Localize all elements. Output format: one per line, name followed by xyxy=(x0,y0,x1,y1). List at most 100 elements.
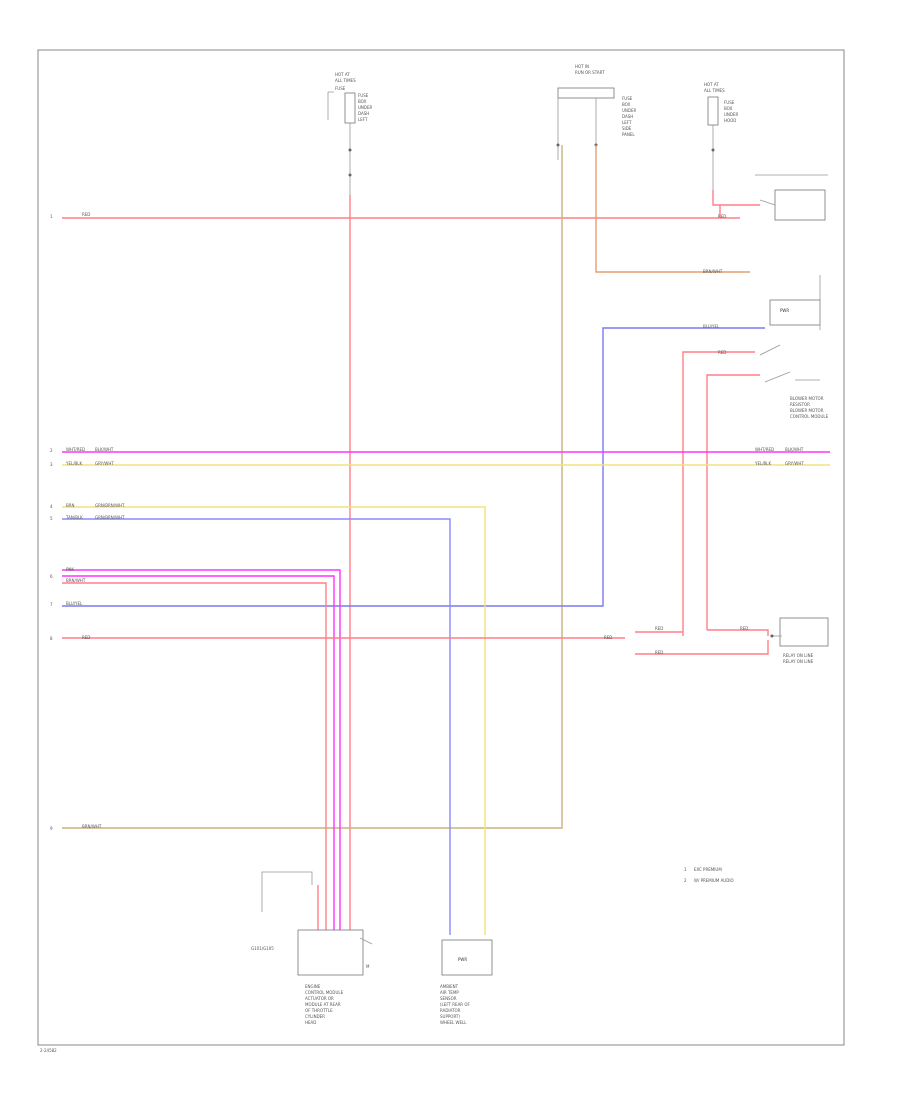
ecm-caption-6: CYLINDER xyxy=(305,1014,325,1019)
svg-text:BOX: BOX xyxy=(622,102,631,107)
svg-text:HOT AT: HOT AT xyxy=(704,82,719,87)
wire-label-row4-left: BRN xyxy=(66,503,75,508)
ecm-caption-7: HEAD xyxy=(305,1020,316,1025)
ecm-caption-4: MODULE AT REAR xyxy=(305,1002,341,1007)
sensor-caption-4: (LEFT REAR OF xyxy=(440,1002,471,1007)
wire-label-right-row2-a: WHT/RED xyxy=(755,447,774,452)
sensor-caption-3: SENSOR xyxy=(440,996,457,1001)
wire-red-right-branch-a xyxy=(682,351,755,636)
relay-bottom-right-body xyxy=(779,617,829,647)
sensor-box xyxy=(441,939,493,976)
wire-label-row2-mid: BLK/WHT xyxy=(95,447,114,452)
svg-text:UNDER: UNDER xyxy=(724,112,739,117)
right-mid-caption-2: RESISTOR xyxy=(790,402,810,407)
wire-label-right-row3-a: YEL/BLK xyxy=(754,461,772,466)
wire-label-right-row2-b: BLK/WHT xyxy=(785,447,804,452)
wire-group xyxy=(62,145,830,935)
sensor-caption-6: SUPPORT) xyxy=(440,1014,460,1019)
legend: 1 EXC PREMIUM 2 W/ PREMIUM AUDIO xyxy=(684,867,734,883)
wire-label-row2-left: WHT/RED xyxy=(66,447,85,452)
wire-label-row4-mid: GRN/BRN/WHT xyxy=(95,503,125,508)
svg-text:ALL TIMES: ALL TIMES xyxy=(704,88,725,93)
sensor-caption-5: RADIATOR xyxy=(440,1008,461,1013)
wire-blue-wire-long xyxy=(62,327,765,607)
ecm-caption-3: ACTUATOR OR xyxy=(305,996,334,1001)
svg-text:UNDER: UNDER xyxy=(358,105,373,110)
row-number-2: 2 xyxy=(50,448,53,453)
wire-label-row8-left: BLU/YEL xyxy=(66,601,83,606)
wire-pink-wire-row6-a xyxy=(62,569,341,905)
row-number-4: 4 xyxy=(50,504,53,509)
row-number-3: 3 xyxy=(50,462,53,467)
svg-text:LEFT: LEFT xyxy=(622,120,632,125)
wire-label-row1: RED xyxy=(82,212,90,217)
svg-text:FUSE: FUSE xyxy=(622,96,633,101)
svg-text:BOX: BOX xyxy=(358,99,367,104)
wire-label-row5-left: TAN/BLK xyxy=(65,515,83,520)
wire-red-lower-branch-b xyxy=(635,640,769,655)
wire-red-wire-row7 xyxy=(62,582,327,905)
sensor-caption-7: WHEEL WELL xyxy=(440,1020,467,1025)
legend-item1-text: EXC PREMIUM xyxy=(694,867,722,872)
wire-label-row3-left: YEL/BLK xyxy=(65,461,83,466)
wire-tan-vertical-middle xyxy=(62,145,563,829)
svg-text:ALL TIMES: ALL TIMES xyxy=(335,78,356,83)
relay-top-right-body xyxy=(774,189,826,221)
wire-label-row9-left: RED xyxy=(82,635,90,640)
row-number-5: 5 xyxy=(50,516,53,521)
row-number-6: 6 xyxy=(50,574,53,579)
footer-code: 2-24582 xyxy=(40,1048,57,1053)
wire-red-right-fuse-drop xyxy=(712,190,760,206)
wire-label-red-lower-c: RED xyxy=(655,650,663,655)
svg-text:BOX: BOX xyxy=(724,106,733,111)
svg-text:DASH: DASH xyxy=(622,114,633,119)
ambient-air-temp-sensor: PWR AMBIENT AIR TEMP SENSOR (LEFT REAR O… xyxy=(440,939,493,1025)
right-mid-caption-3: BLOWER MOTOR xyxy=(790,408,824,413)
svg-text:RUN OR START: RUN OR START xyxy=(575,70,605,75)
svg-text:UNDER: UNDER xyxy=(622,108,637,113)
svg-text:SIDE: SIDE xyxy=(622,126,632,131)
wire-label-red-right-b: RED xyxy=(718,350,726,355)
wire-label-red-lower-b: RED xyxy=(655,626,663,631)
svg-text:HOOD: HOOD xyxy=(724,118,736,123)
ecm-box xyxy=(297,929,364,976)
right-mid-caption-1: BLOWER MOTOR xyxy=(790,396,824,401)
legend-item2-text: W/ PREMIUM AUDIO xyxy=(694,878,734,883)
svg-text:DASH: DASH xyxy=(358,111,369,116)
right-mid-caption-4: CONTROL MODULE xyxy=(790,414,829,419)
legend-item2-num: 2 xyxy=(684,878,687,883)
relay-top-right xyxy=(755,174,828,221)
ecm-caption-5: OF THROTTLE xyxy=(305,1008,333,1013)
wire-blue-wire-row5 xyxy=(62,518,451,935)
row-number-8: 8 xyxy=(50,636,53,641)
wire-red-lower-branch-c xyxy=(707,629,769,636)
wire-pink-wire-row6-b xyxy=(62,575,335,905)
wire-label-row7-left: BRN/WHT xyxy=(66,578,86,583)
svg-text:HOT IN: HOT IN xyxy=(575,64,589,69)
svg-text:M: M xyxy=(366,964,370,969)
legend-item1-num: 1 xyxy=(684,867,687,872)
wire-red-right-branch-b xyxy=(706,374,760,630)
wire-label-row10-left: BRN/WHT xyxy=(82,824,102,829)
svg-text:FUSE: FUSE xyxy=(335,86,346,91)
wire-label-red-right-a: RED xyxy=(718,214,726,219)
blower-switch: PWR BLOWER MOTOR RESISTOR BLOWER MOTOR C… xyxy=(759,275,829,419)
wire-label-red-lower-a: RED xyxy=(604,635,612,640)
svg-text:LEFT: LEFT xyxy=(358,117,368,122)
svg-text:FUSE: FUSE xyxy=(724,100,735,105)
svg-text:PANEL: PANEL xyxy=(622,132,635,137)
sensor-caption-1: AMBIENT xyxy=(440,984,459,989)
ecm-caption-1: ENGINE xyxy=(305,984,321,989)
fuse-left-body xyxy=(344,92,356,124)
relay-bottom-right: RELAY ON LINE RELAY ON LINE xyxy=(770,617,829,664)
wire-label-orange-right: BRN/WHT xyxy=(703,269,723,274)
row-number-7: 7 xyxy=(50,602,53,607)
engine-control-module: G101/G105 M ENGINE CONTROL MODULE ACTUAT… xyxy=(251,871,373,1025)
wire-label-red-lower-d: RED xyxy=(740,626,748,631)
relay-box-label: PWR xyxy=(780,308,789,313)
svg-text:FUSE: FUSE xyxy=(358,93,369,98)
ecm-caption-2: CONTROL MODULE xyxy=(305,990,344,995)
blower-switch-body xyxy=(769,299,821,326)
wire-yellow-wire-row4 xyxy=(62,506,486,935)
